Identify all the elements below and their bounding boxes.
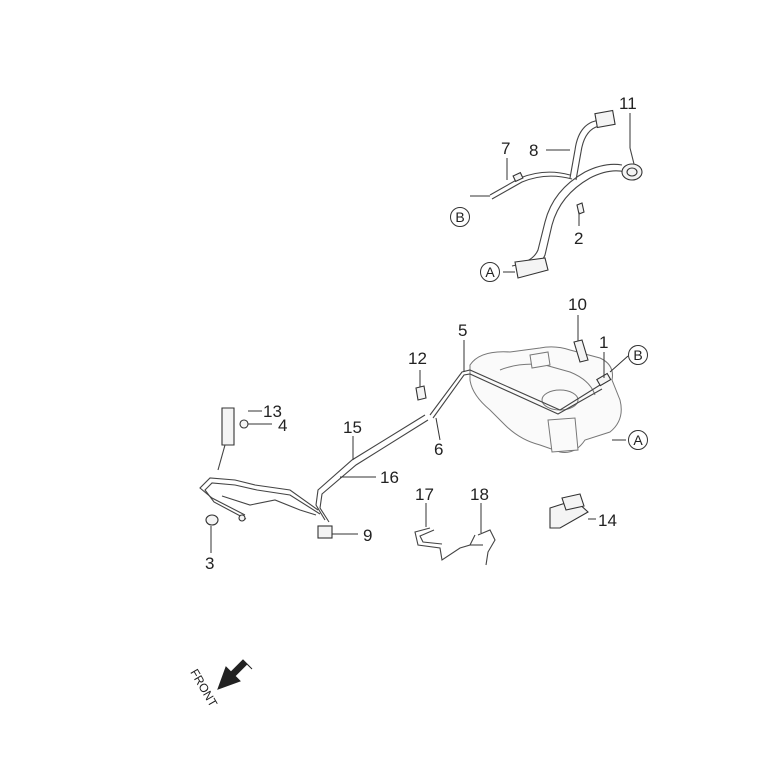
line-connector — [596, 372, 612, 387]
reference-marker-a-upper: A — [480, 262, 500, 282]
svg-text:B: B — [455, 209, 464, 225]
part-labels: 11 8 7 2 10 1 5 12 6 15 16 13 4 3 9 17 1… — [205, 94, 637, 573]
reference-marker-b-lower: B — [628, 345, 648, 365]
part-label-8: 8 — [529, 141, 538, 160]
part-label-9: 9 — [363, 526, 372, 545]
breather-connector — [594, 109, 616, 129]
clip-12 — [415, 385, 427, 401]
filler-neck-assembly — [489, 109, 643, 279]
svg-text:A: A — [485, 264, 495, 280]
part-label-6: 6 — [434, 440, 443, 459]
clip-3 — [205, 514, 219, 526]
part-label-16: 16 — [380, 468, 399, 487]
front-indicator: FRONT — [187, 659, 253, 710]
part-label-11: 11 — [619, 94, 637, 113]
sensor-10 — [573, 339, 589, 363]
part-label-17: 17 — [415, 485, 434, 504]
svg-text:A: A — [633, 432, 643, 448]
part-label-2: 2 — [574, 229, 583, 248]
reference-marker-b-upper: B — [450, 207, 470, 227]
part-label-18: 18 — [470, 485, 489, 504]
part-label-4: 4 — [278, 416, 287, 435]
fuel-tank — [469, 346, 622, 453]
part-label-12: 12 — [408, 349, 427, 368]
fuel-lines — [199, 339, 612, 566]
part-label-14: 14 — [598, 511, 617, 530]
reference-markers: B A B A — [450, 207, 648, 450]
svg-text:B: B — [633, 347, 642, 363]
part-label-3: 3 — [205, 554, 214, 573]
line-bracket — [221, 407, 235, 446]
filler-clip — [576, 202, 585, 215]
arrow-down-left-icon — [217, 659, 253, 690]
part-label-15: 15 — [343, 418, 362, 437]
filler-hose-end — [514, 257, 549, 279]
part-label-10: 10 — [568, 295, 587, 314]
part-label-5: 5 — [458, 321, 467, 340]
reference-marker-a-lower: A — [628, 430, 648, 450]
canister — [547, 417, 579, 453]
front-label: FRONT — [187, 667, 220, 710]
part-label-7: 7 — [501, 139, 510, 158]
part-label-13: 13 — [263, 402, 282, 421]
leader-lines — [210, 113, 631, 553]
bolt-4 — [239, 419, 249, 429]
part-label-1: 1 — [599, 333, 608, 352]
line-clip-9 — [317, 525, 333, 539]
